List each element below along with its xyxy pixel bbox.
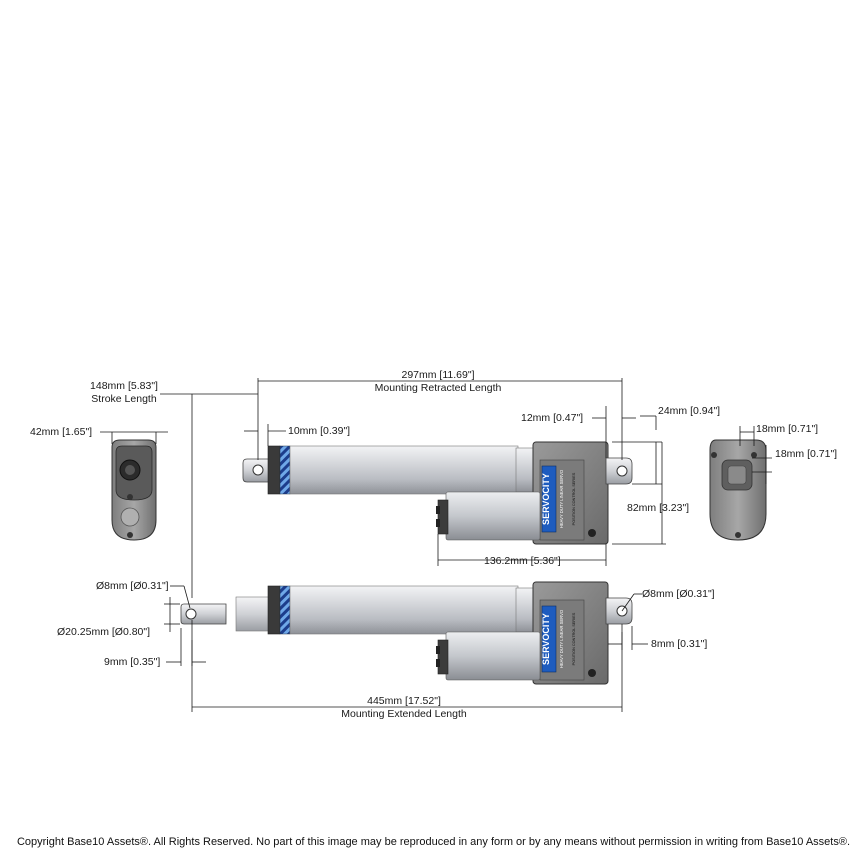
dim-hole-rear-text: Ø8mm [Ø0.31"] [642, 588, 715, 600]
dim-retracted-length-label: Mounting Retracted Length [375, 382, 502, 394]
dim-rod-end-offset-text: 10mm [0.39"] [288, 425, 350, 437]
dim-motor-length: 136.2mm [5.36"] [437, 534, 607, 567]
dim-stroke-length-label: Stroke Length [91, 393, 157, 405]
dim-retracted-length: 297mm [11.69"] Mounting Retracted Length [257, 369, 623, 460]
tagline-text: HEAVY DUTY LINEAR SERVO [559, 469, 564, 528]
dim-end-18-b-text: 18mm [0.71"] [775, 448, 837, 460]
logo-text: SERVOCITY [541, 473, 551, 525]
dim-width-end: 42mm [1.65"] [30, 426, 168, 444]
dim-extended-length-text: 445mm [17.52"] [367, 695, 441, 707]
dim-end-18-a-text: 18mm [0.71"] [756, 423, 818, 435]
dim-hole-front-text: Ø8mm [Ø0.31"] [96, 580, 169, 592]
tagline-text-2: HEAVY DUTY LINEAR SERVO [559, 609, 564, 668]
end-view-right [709, 439, 767, 541]
dim-stroke-length-text: 148mm [5.83"] [90, 380, 158, 392]
logo-text-2: SERVOCITY [541, 613, 551, 665]
dim-rod-diameter-text: Ø20.25mm [Ø0.80"] [57, 626, 150, 638]
dim-rod-diameter: Ø20.25mm [Ø0.80"] [57, 597, 180, 638]
dim-end-18-a: 18mm [0.71"] [739, 423, 818, 446]
dim-extended-length: 445mm [17.52"] Mounting Extended Length [191, 620, 623, 720]
dim-clevis-length: 24mm [0.94"] [612, 405, 720, 485]
actuator-retracted: SERVOCITY HEAVY DUTY LINEAR SERVO POSITI… [242, 441, 633, 545]
dim-rod-end-offset: 10mm [0.39"] [244, 424, 350, 446]
dim-retracted-length-text: 297mm [11.69"] [402, 369, 475, 381]
dim-extended-length-label: Mounting Extended Length [341, 708, 467, 720]
dim-stroke-length: 148mm [5.83"] Stroke Length [90, 380, 258, 598]
dim-clevis-offset-text: 12mm [0.47"] [521, 412, 583, 424]
dim-clevis-offset: 12mm [0.47"] [521, 406, 636, 458]
dim-hole-rear: Ø8mm [Ø0.31"] [621, 588, 715, 612]
dim-clevis-length-text: 24mm [0.94"] [658, 405, 720, 417]
dim-hole-front: Ø8mm [Ø0.31"] [96, 580, 191, 609]
series-text: POSITION CONTROL SERIES [572, 472, 576, 525]
dim-motor-length-text: 136.2mm [5.36"] [484, 555, 561, 567]
dim-height-text: 82mm [3.23"] [627, 502, 689, 514]
dim-rear-offset-text: 8mm [0.31"] [651, 638, 707, 650]
dim-end-18-b: 18mm [0.71"] [752, 445, 837, 484]
dim-rod-tip-text: 9mm [0.35"] [104, 656, 160, 668]
series-text-2: POSITION CONTROL SERIES [572, 612, 576, 665]
copyright-notice: Copyright Base10 Assets®. All Rights Res… [16, 836, 851, 848]
actuator-extended: SERVOCITY HEAVY DUTY LINEAR SERVO POSITI… [180, 581, 633, 685]
dim-height: 82mm [3.23"] [612, 442, 689, 545]
end-view-left [111, 439, 157, 541]
dim-rear-offset: 8mm [0.31"] [608, 626, 707, 650]
dim-width-end-text: 42mm [1.65"] [30, 426, 92, 438]
